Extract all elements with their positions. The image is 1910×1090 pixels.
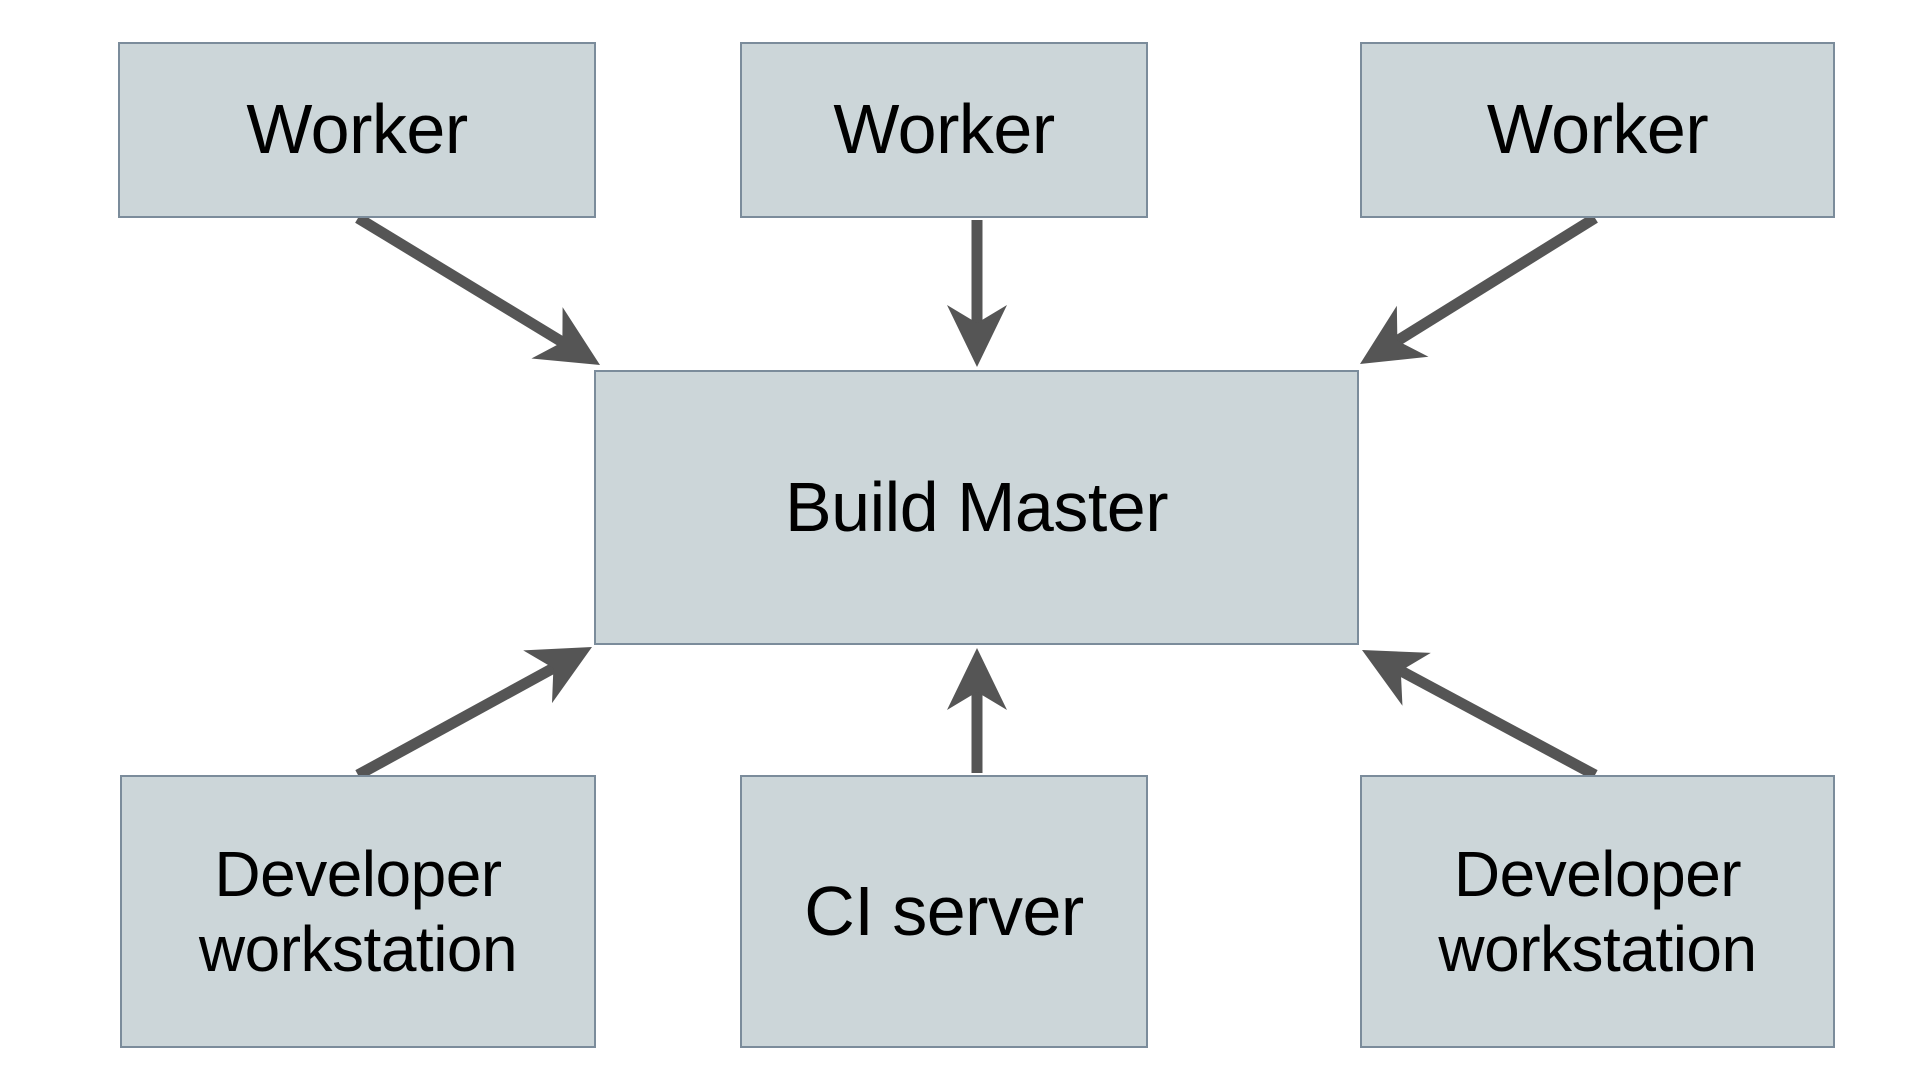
- edge-devwsright-to-master-arrowhead-icon: [1362, 650, 1431, 706]
- edge-ciserver-to-master-arrowhead-icon: [947, 648, 1007, 710]
- node-worker-1[interactable]: Worker: [118, 42, 596, 218]
- node-build-master[interactable]: Build Master: [594, 370, 1359, 645]
- edge-devwsleft-to-master-shaft: [355, 661, 560, 780]
- node-build-master-label: Build Master: [784, 467, 1169, 546]
- node-dev-ws-right[interactable]: Developer workstation: [1360, 775, 1835, 1048]
- edge-ciserver-to-master: [947, 648, 1007, 773]
- node-dev-ws-left-label: Developer workstation: [198, 838, 518, 985]
- node-worker-3[interactable]: Worker: [1360, 42, 1835, 218]
- node-dev-ws-left[interactable]: Developer workstation: [120, 775, 596, 1048]
- edge-worker1-to-master: [355, 213, 600, 365]
- node-ci-server[interactable]: CI server: [740, 775, 1148, 1048]
- edge-worker3-to-master: [1360, 213, 1598, 364]
- edge-worker1-to-master-shaft: [355, 213, 569, 349]
- node-worker-2[interactable]: Worker: [740, 42, 1148, 218]
- node-ci-server-label: CI server: [804, 871, 1084, 950]
- node-worker-1-label: Worker: [246, 90, 468, 169]
- node-worker-2-label: Worker: [833, 90, 1055, 169]
- edge-worker3-to-master-arrowhead-icon: [1360, 305, 1429, 364]
- edge-worker1-to-master-arrowhead-icon: [531, 307, 600, 365]
- edge-devwsleft-to-master: [355, 647, 592, 780]
- edge-worker2-to-master-arrowhead-icon: [947, 305, 1007, 367]
- node-worker-3-label: Worker: [1486, 90, 1709, 169]
- edge-worker3-to-master-shaft: [1391, 213, 1598, 348]
- edge-devwsleft-to-master-arrowhead-icon: [523, 647, 592, 704]
- edge-devwsright-to-master: [1362, 650, 1598, 780]
- edge-devwsright-to-master-shaft: [1394, 664, 1598, 780]
- node-dev-ws-right-label: Developer workstation: [1438, 838, 1757, 985]
- edge-worker2-to-master: [947, 220, 1007, 367]
